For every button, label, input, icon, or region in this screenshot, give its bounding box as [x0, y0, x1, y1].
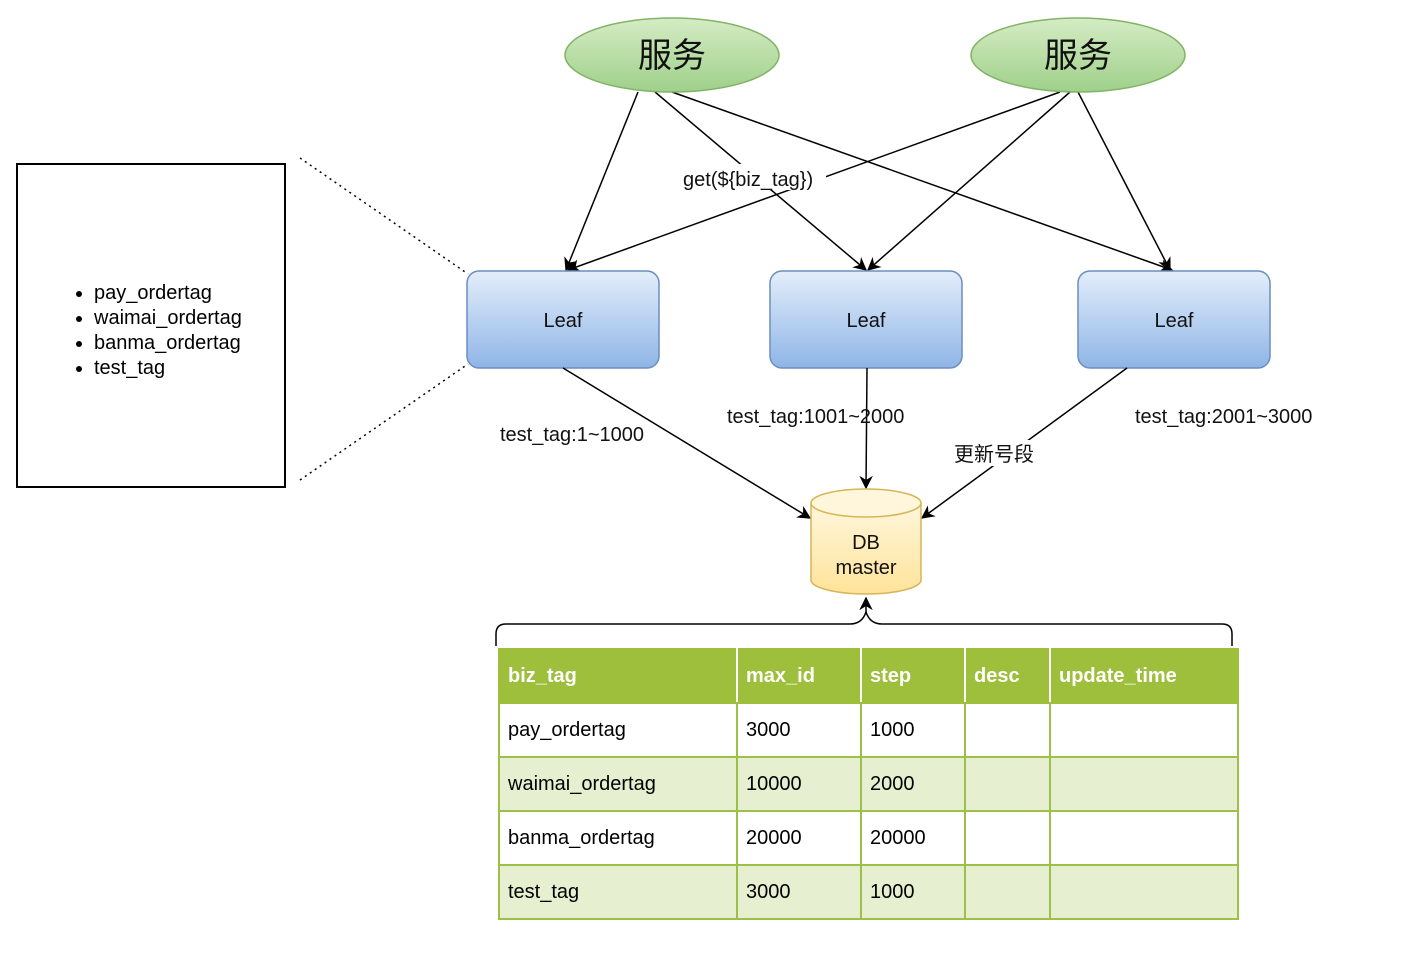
tag-list-box: pay_ordertag waimai_ordertag banma_order… [16, 163, 286, 488]
table-cell: 1000 [860, 702, 966, 758]
service-label: 服务 [638, 36, 706, 76]
column-header: biz_tag [498, 648, 738, 704]
service-label: 服务 [1044, 36, 1112, 76]
request-label-bg [680, 164, 826, 190]
table-cell [964, 702, 1051, 758]
column-header: max_id [736, 648, 862, 704]
table-cell: 20000 [860, 810, 966, 866]
request-label: get(${biz_tag}) [683, 169, 813, 191]
table-cell [964, 810, 1051, 866]
update-label-bg [952, 440, 1042, 466]
table-cell [1049, 702, 1239, 758]
service-node-left: 服务 [564, 17, 780, 93]
table-cell: test_tag [498, 864, 738, 920]
table-cell: 10000 [736, 756, 862, 812]
column-header: desc [964, 648, 1051, 704]
table-row: banma_ordertag 20000 20000 [498, 810, 1239, 866]
segment-label-3: test_tag:2001~3000 [1135, 406, 1312, 428]
table-cell: 2000 [860, 756, 966, 812]
column-header: update_time [1049, 648, 1239, 704]
table-cell [1049, 864, 1239, 920]
leaf-label: Leaf [847, 310, 886, 332]
table-cell [1049, 756, 1239, 812]
segment-label-1: test_tag:1~1000 [500, 424, 644, 446]
table-cell: 20000 [736, 810, 862, 866]
column-header: step [860, 648, 966, 704]
db-master-node: DB master [810, 488, 922, 595]
callout-line-bottom [299, 363, 469, 481]
table-brace [495, 609, 1233, 646]
edge-leaf1-db [562, 367, 812, 519]
table-cell [1049, 810, 1239, 866]
table-row: pay_ordertag 3000 1000 [498, 702, 1239, 758]
table-cell: pay_ordertag [498, 702, 738, 758]
table-cell: 3000 [736, 702, 862, 758]
edge-leaf2-db [859, 367, 873, 490]
list-item: waimai_ordertag [94, 306, 242, 331]
table-cell [964, 864, 1051, 920]
segment-label-2: test_tag:1001~2000 [727, 406, 904, 428]
update-label: 更新号段 [954, 443, 1034, 466]
leaf-node-1: Leaf [466, 270, 660, 369]
table-header-row: biz_tag max_id step desc update_time [498, 648, 1239, 704]
table-row: test_tag 3000 1000 [498, 864, 1239, 920]
service-node-right: 服务 [970, 17, 1186, 93]
segment-table: biz_tag max_id step desc update_time pay… [498, 648, 1239, 920]
leaf-label: Leaf [1155, 310, 1194, 332]
list-item: banma_ordertag [94, 331, 242, 356]
table-cell: banma_ordertag [498, 810, 738, 866]
leaf-node-2: Leaf [769, 270, 963, 369]
table-cell: waimai_ordertag [498, 756, 738, 812]
table-cell: 3000 [736, 864, 862, 920]
edge-service2-leaf3 [1077, 91, 1171, 272]
edge-service2-leaf2 [866, 91, 1071, 271]
leaf-label: Leaf [544, 310, 583, 332]
callout-line-top [299, 157, 469, 275]
edge-service1-leaf1 [564, 91, 639, 272]
list-item: pay_ordertag [94, 281, 242, 306]
list-item: test_tag [94, 356, 242, 381]
db-label-line1: DB [852, 532, 880, 554]
edge-service1-leaf3 [671, 91, 1174, 273]
leaf-node-3: Leaf [1077, 270, 1271, 369]
table-cell [964, 756, 1051, 812]
table-cell: 1000 [860, 864, 966, 920]
table-row: waimai_ordertag 10000 2000 [498, 756, 1239, 812]
db-label-line2: master [835, 557, 896, 579]
tag-list: pay_ordertag waimai_ordertag banma_order… [70, 281, 242, 381]
